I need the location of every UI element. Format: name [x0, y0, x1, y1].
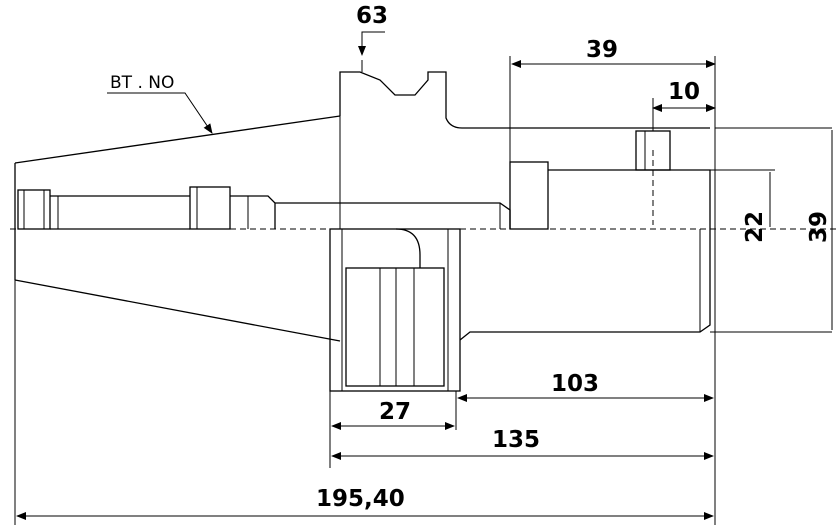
- pull-stud: [17, 186, 276, 230]
- extension-lines: [14, 56, 832, 525]
- dimension-lines: [16, 31, 833, 520]
- flange: [339, 60, 710, 229]
- dim-103-label: 103: [551, 371, 599, 397]
- body-lower: [329, 228, 711, 392]
- dim-63-label: 63: [356, 3, 388, 29]
- dim-22-label: 22: [742, 211, 768, 243]
- dim-39-top-label: 39: [586, 37, 618, 63]
- bt-no-label: BT . NO: [110, 73, 174, 93]
- dim-39-right-label: 39: [806, 211, 832, 243]
- taper-shank: [14, 115, 341, 342]
- dim-10-label: 10: [668, 79, 700, 105]
- dim-195-label: 195,40: [316, 486, 405, 512]
- dim-135-label: 135: [492, 427, 540, 453]
- dim-27-label: 27: [379, 399, 411, 425]
